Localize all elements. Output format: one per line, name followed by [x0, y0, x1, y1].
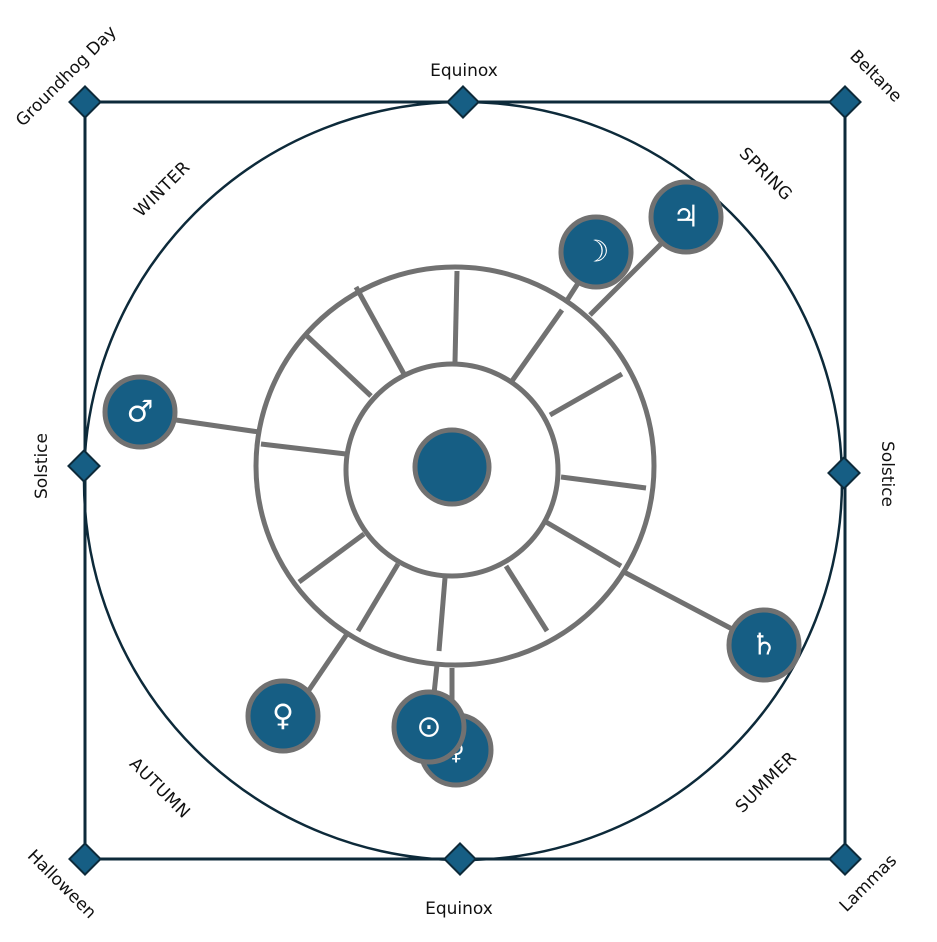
diamond-beltane[interactable]: [828, 85, 862, 119]
season-winter: WINTER: [130, 157, 194, 221]
mars-icon: ♂: [127, 395, 154, 430]
wheel-spoke: [260, 441, 347, 457]
wheel-spoke: [509, 308, 565, 383]
connector-mars: [175, 417, 260, 435]
diamond-solstice-right[interactable]: [827, 456, 861, 490]
connector-venus: [306, 632, 350, 692]
wheel-spoke: [560, 474, 647, 491]
wheel-spoke: [305, 334, 373, 398]
season-spring: SPRING: [735, 144, 796, 205]
diamond-groundhog-day[interactable]: [68, 85, 102, 119]
jupiter-icon: ♃: [673, 200, 700, 235]
season-summer: SUMMER: [732, 748, 801, 817]
season-autumn: AUTUMN: [125, 754, 194, 823]
wheel-inner-ring: [343, 361, 561, 579]
planet-sun[interactable]: ⊙: [391, 689, 467, 765]
wheel-spoke: [548, 371, 624, 418]
moon-icon: ☽: [583, 235, 610, 270]
diamond-equinox-top[interactable]: [446, 85, 480, 119]
wheel-hub: [412, 427, 492, 507]
wheel-spoke: [503, 564, 550, 633]
wheel-spoke: [452, 270, 460, 363]
marker-diamonds: [67, 85, 862, 876]
connector-jupiter: [588, 240, 665, 317]
planet-moon[interactable]: ☽: [558, 214, 634, 290]
label-equinox-bottom: Equinox: [425, 899, 493, 919]
diamond-equinox-bottom[interactable]: [443, 842, 477, 876]
diamond-solstice-left[interactable]: [67, 449, 101, 483]
wheel: [253, 264, 657, 668]
diamond-halloween[interactable]: [68, 842, 102, 876]
saturn-icon: ♄: [751, 628, 778, 663]
wheel-spoke: [353, 285, 407, 376]
wheel-spoke: [355, 562, 401, 633]
label-solstice-left: Solstice: [32, 433, 52, 499]
wheel-outer-ring: [253, 264, 657, 668]
planet-saturn[interactable]: ♄: [726, 607, 802, 683]
diamond-lammas[interactable]: [828, 842, 862, 876]
label-solstice-right: Solstice: [877, 441, 897, 507]
wheel-spoke: [544, 519, 623, 569]
label-equinox-top: Equinox: [430, 61, 498, 81]
sun-icon: ⊙: [416, 710, 441, 745]
planet-mars[interactable]: ♂: [102, 374, 178, 450]
connector-saturn: [622, 569, 736, 633]
wheel-spoke: [297, 531, 366, 585]
planet-jupiter[interactable]: ♃: [648, 179, 724, 255]
wheel-spoke: [436, 577, 448, 652]
connector-sun: [431, 664, 440, 695]
planet-venus[interactable]: ♀: [245, 678, 321, 754]
venus-icon: ♀: [272, 699, 294, 734]
label-groundhog-day: Groundhog Day: [12, 22, 121, 131]
